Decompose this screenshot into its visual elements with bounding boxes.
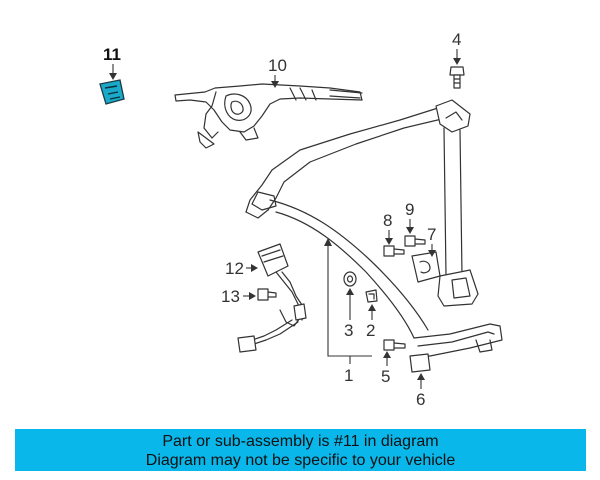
- callout-5: 5: [381, 367, 390, 386]
- arrow-10: [271, 81, 279, 88]
- banner-line-1: Part or sub-assembly is #11 in diagram: [162, 433, 439, 450]
- part-12-buckle[interactable]: [237, 243, 307, 353]
- callout-1: 1: [344, 366, 353, 385]
- part-8-bolt[interactable]: [383, 245, 405, 257]
- arrow-5: [383, 351, 391, 358]
- part-9-bolt[interactable]: [404, 235, 426, 247]
- arrow-1: [324, 238, 332, 246]
- part-7-retractor[interactable]: [411, 99, 479, 307]
- arrow-12: [251, 264, 258, 272]
- arrow-3: [346, 288, 354, 295]
- callout-9: 9: [405, 200, 414, 219]
- arrow-9: [406, 227, 414, 234]
- callout-2: 2: [366, 321, 375, 340]
- arrow-7: [428, 250, 436, 257]
- callout-11: 11: [103, 45, 121, 64]
- bracket-1: [327, 240, 372, 357]
- callout-7: 7: [427, 225, 436, 244]
- callout-10: 10: [268, 56, 287, 75]
- part-11-clip[interactable]: [99, 79, 125, 105]
- callout-6: 6: [416, 390, 425, 409]
- arrow-4: [453, 58, 461, 65]
- part-3-cap[interactable]: [343, 271, 357, 287]
- callout-12: 12: [225, 259, 244, 278]
- part-2-clip[interactable]: [365, 289, 378, 303]
- part-5-bolt[interactable]: [383, 339, 406, 351]
- part-6-anchor-rail[interactable]: [409, 323, 503, 373]
- part-4-bolt[interactable]: [449, 66, 465, 89]
- arrow-2: [368, 304, 376, 311]
- part-10-retractor[interactable]: [174, 83, 363, 149]
- callout-13: 13: [221, 287, 240, 306]
- arrow-11: [109, 73, 117, 80]
- arrow-8: [385, 238, 393, 245]
- arrow-13: [249, 292, 256, 300]
- part-13-bolt[interactable]: [257, 288, 277, 301]
- banner-line-2: Diagram may not be specific to your vehi…: [145, 452, 456, 469]
- info-banner: Part or sub-assembly is #11 in diagram D…: [15, 429, 586, 471]
- belt-webbing[interactable]: [245, 107, 447, 339]
- arrow-6: [417, 373, 425, 380]
- callout-3: 3: [344, 321, 353, 340]
- callout-8: 8: [383, 211, 392, 230]
- callout-4: 4: [452, 30, 461, 49]
